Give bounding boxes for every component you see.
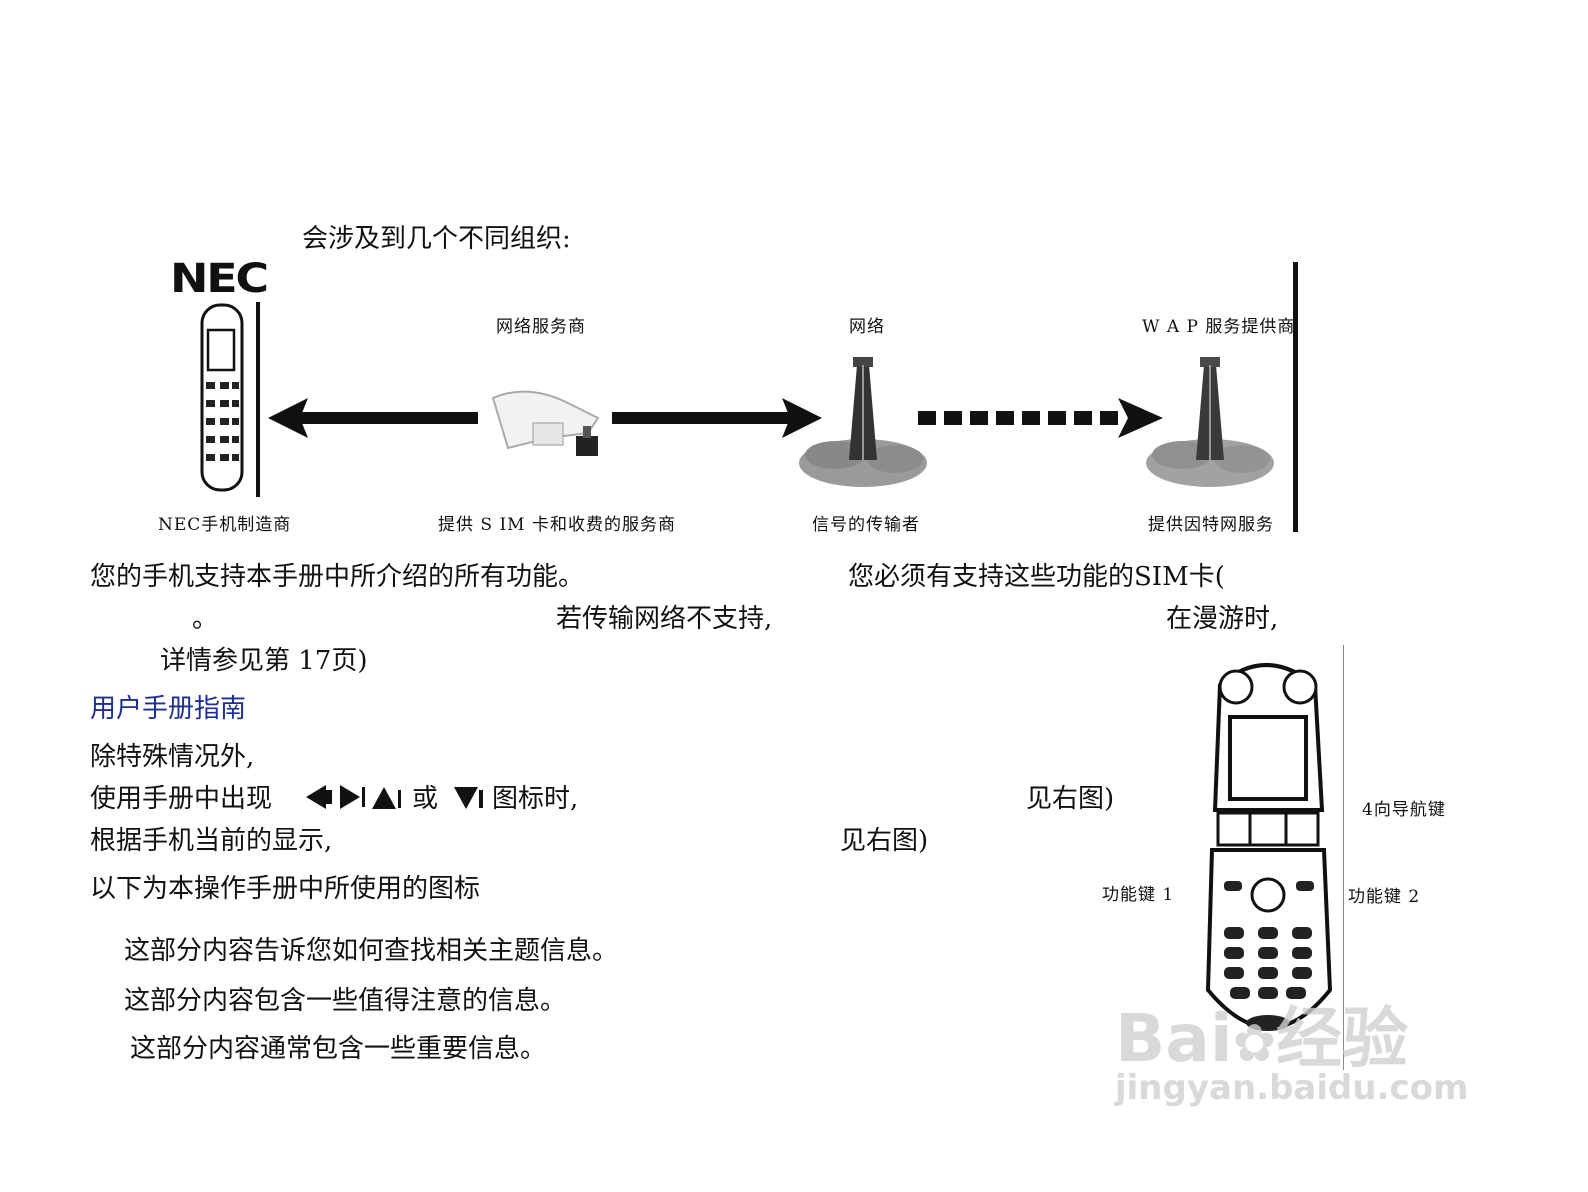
arrow-left-icon xyxy=(268,398,478,438)
label-transmitter: 信号的传输者 xyxy=(812,515,920,535)
network-tower-image xyxy=(799,357,927,487)
left-arrow-icon xyxy=(306,785,326,809)
text-line2-mid: 若传输网络不支持, xyxy=(556,604,773,634)
label-func-key-1: 功能键 1 xyxy=(1102,885,1175,905)
flip-phone-image xyxy=(1205,663,1333,1031)
watermark-logo: Bai✿经验 xyxy=(1115,985,1408,1081)
watermark-url: jingyan.baidu.com xyxy=(1115,1068,1469,1108)
diagram-right-border xyxy=(1293,262,1298,532)
label-network-provider: 网络服务商 xyxy=(496,317,586,337)
icon-desc-2: 这部分内容包含一些值得注意的信息。 xyxy=(124,986,567,1016)
diagram-intro: 会涉及到几个不同组织: xyxy=(302,224,571,254)
nav-arrow-icons xyxy=(306,785,401,809)
text-line1-right: 您必须有支持这些功能的SIM卡( xyxy=(848,562,1225,592)
section-title: 用户手册指南 xyxy=(90,694,247,724)
label-manufacturer: NEC手机制造商 xyxy=(158,515,292,535)
candybar-phone-image xyxy=(200,302,260,497)
text-line2-dot: 。 xyxy=(192,604,219,634)
text-line3: 详情参见第 17页) xyxy=(160,646,368,676)
paw-icon: ✿ xyxy=(1232,1014,1277,1074)
sim-provider-image xyxy=(491,390,600,456)
label-func-key-2: 功能键 2 xyxy=(1348,887,1421,907)
text-line1-left: 您的手机支持本手册中所介绍的所有功能。 xyxy=(90,562,585,592)
up-arrow-icon xyxy=(372,787,396,809)
text-line5-right: 见右图) xyxy=(1026,784,1115,814)
text-line6-a: 根据手机当前的显示, xyxy=(90,826,333,856)
dashed-arrow-right-icon xyxy=(918,398,1163,438)
watermark-jingyan: 经验 xyxy=(1276,1000,1409,1077)
label-nav-key: 4向导航键 xyxy=(1362,800,1446,820)
icon-desc-3: 这部分内容通常包含一些重要信息。 xyxy=(130,1034,547,1064)
right-arrow-icon xyxy=(340,785,360,809)
icon-desc-1: 这部分内容告诉您如何查找相关主题信息。 xyxy=(124,936,619,966)
wap-tower-image xyxy=(1146,357,1274,487)
text-line5-a: 使用手册中出现 xyxy=(90,784,273,814)
text-line2-right: 在漫游时, xyxy=(1166,604,1279,634)
down-arrow-icon xyxy=(454,787,483,809)
text-line5-b: 图标时, xyxy=(492,784,579,814)
text-line6-right: 见右图) xyxy=(840,826,929,856)
label-sim-provider: 提供 S IM 卡和收费的服务商 xyxy=(438,515,676,535)
label-internet-service: 提供因特网服务 xyxy=(1148,515,1274,535)
text-line7: 以下为本操作手册中所使用的图标 xyxy=(90,874,481,904)
label-network: 网络 xyxy=(849,317,885,337)
label-wap-provider: W A P 服务提供商 xyxy=(1142,317,1296,337)
phone-figure-divider xyxy=(1343,645,1344,1070)
nec-logo: NEC xyxy=(170,256,269,302)
text-line5-or: 或 xyxy=(412,784,439,814)
watermark-bai: Bai xyxy=(1115,1000,1233,1077)
arrow-right-icon xyxy=(612,398,822,438)
text-line4: 除特殊情况外, xyxy=(90,742,255,772)
